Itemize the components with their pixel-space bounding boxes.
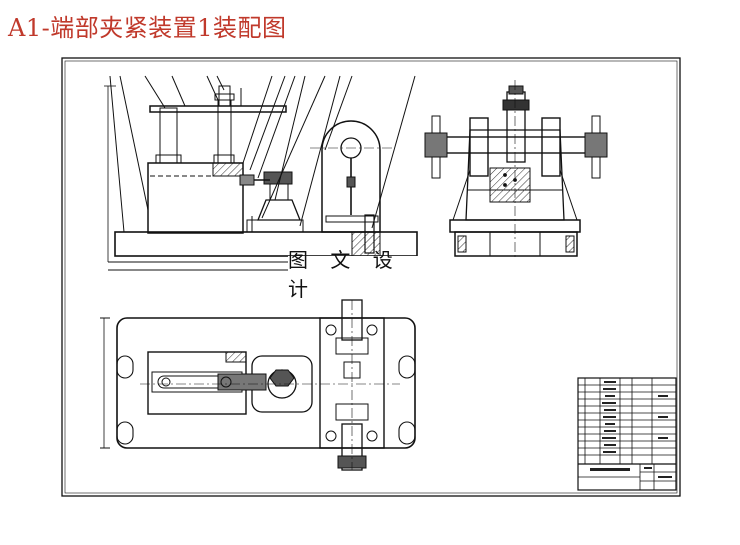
- watermark-text: 图 文 设 计: [288, 248, 438, 301]
- top-view: [100, 299, 416, 471]
- page-title: A1-端部夹紧装置1装配图: [8, 14, 287, 42]
- front-view: [104, 75, 420, 271]
- parts-list-table: [577, 377, 677, 491]
- sheet-outer-border: [61, 57, 681, 497]
- side-view: [424, 80, 608, 260]
- sheet-inner-border: [64, 60, 678, 494]
